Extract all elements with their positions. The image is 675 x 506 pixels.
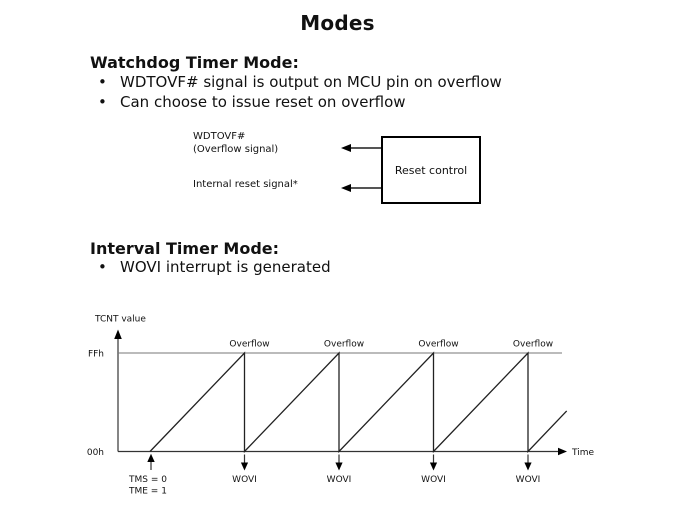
overflow-label: Overflow: [513, 340, 553, 350]
overflow-label: Overflow: [324, 340, 364, 350]
up-arrow-icon: [147, 453, 155, 462]
interval-bullet-list: WOVI interrupt is generated: [96, 257, 331, 277]
bullet-item: WOVI interrupt is generated: [96, 257, 331, 277]
interval-mode-heading: Interval Timer Mode:: [90, 239, 280, 258]
page-title: Modes: [300, 11, 375, 35]
start-annotation-line2: TME = 1: [128, 487, 167, 497]
wdtovf-signal-label: WDTOVF# (Overflow signal): [193, 130, 278, 156]
overflow-label: Overflow: [229, 340, 269, 350]
tcnt-waveform: [149, 351, 568, 454]
down-arrow-icon: [524, 462, 532, 471]
down-arrow-icon: [240, 462, 249, 471]
wdtovf-signal-label-line2: (Overflow signal): [193, 144, 279, 155]
wovi-label: WOVI: [232, 475, 257, 485]
internal-reset-arrow-line: [350, 187, 381, 189]
wovi-label: WOVI: [421, 475, 446, 485]
down-arrow-icon: [429, 462, 438, 471]
watchdog-mode-heading: Watchdog Timer Mode:: [90, 53, 299, 72]
wovi-label: WOVI: [327, 475, 352, 485]
wdtovf-signal-label-line1: WDTOVF#: [193, 131, 246, 142]
watchdog-bullet-list: WDTOVF# signal is output on MCU pin on o…: [96, 72, 502, 112]
left-arrow-icon: [341, 184, 351, 192]
down-arrow-icon: [335, 462, 343, 471]
bullet-item: WDTOVF# signal is output on MCU pin on o…: [96, 72, 502, 92]
reset-control-box: Reset control: [381, 136, 481, 204]
left-arrow-icon: [341, 144, 351, 152]
overflow-label: Overflow: [418, 340, 458, 350]
start-annotation-line1: TMS = 0: [128, 475, 167, 485]
internal-reset-signal-label: Internal reset signal*: [193, 179, 298, 190]
y-axis-title: TCNT value: [94, 315, 146, 325]
ytick-00h: 00h: [87, 448, 104, 458]
ytick-ffh: FFh: [88, 350, 104, 360]
wdtovf-arrow-line: [350, 147, 381, 149]
up-arrow-icon: [114, 329, 122, 339]
wovi-label: WOVI: [516, 475, 541, 485]
bullet-item: Can choose to issue reset on overflow: [96, 92, 502, 112]
right-arrow-icon: [558, 447, 567, 456]
x-axis-title: Time: [571, 448, 594, 458]
